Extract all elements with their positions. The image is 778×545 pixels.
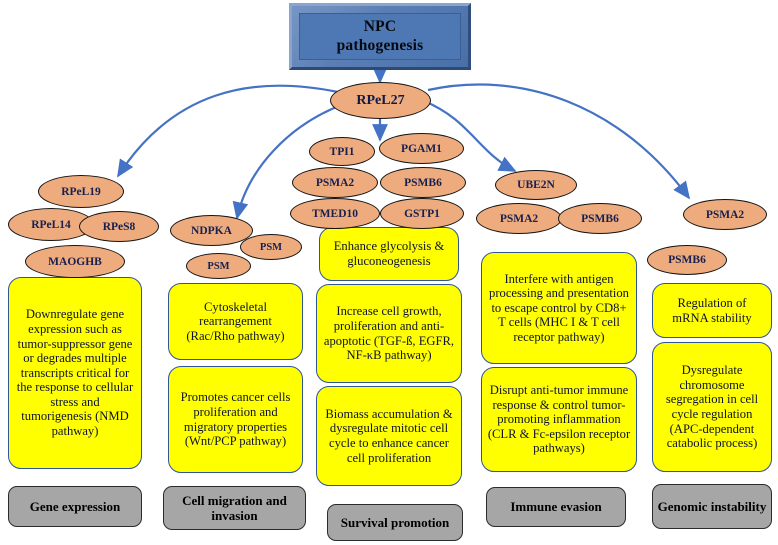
protein-node-rpel19: RPeL19 [38,175,124,208]
category-box-cell-migration-and-invasion: Cell migration and invasion [163,486,306,530]
outcome-box-glycolysis: Enhance glycolysis & gluconeogenesis [319,227,459,281]
protein-node-psmb6-genomic: PSMB6 [647,245,727,275]
protein-node-psma2-genomic: PSMA2 [683,199,767,230]
arrow-to-gene-expression [117,84,339,178]
protein-node-psmb6-survival: PSMB6 [380,167,466,198]
category-box-survival-promotion: Survival promotion [327,504,463,541]
outcome-box-biomass: Biomass accumulation & dysregulate mitot… [316,386,462,486]
protein-node-psm-1: PSM [240,234,302,260]
outcome-box-cell-growth: Increase cell growth, proliferation and … [316,284,462,383]
npc-pathogenesis-inner: NPC pathogenesis [299,13,461,60]
protein-node-psmb6-immune: PSMB6 [558,203,642,234]
protein-node-psma2-survival: PSMA2 [292,167,378,198]
protein-node-maoghb: MAOGHB [25,245,125,278]
protein-node-tpi1: TPI1 [309,137,375,166]
hub-node-rpel27: RPeL27 [330,82,431,119]
category-box-gene-expression: Gene expression [8,486,142,527]
outcome-box-chromosome-segregation: Dysregulate chromosome segregation in ce… [652,342,772,472]
protein-node-psma2-immune: PSMA2 [476,203,562,234]
npc-pathogenesis-box: NPC pathogenesis [289,3,471,70]
outcome-box-antigen-presentation: Interfere with antigen processing and pr… [481,252,637,364]
protein-node-psm-2: PSM [186,253,251,279]
protein-node-ndpka: NDPKA [170,215,253,246]
outcome-box-cytoskeletal: Cytoskeletal rearrangement (Rac/Rho path… [168,283,303,360]
protein-node-ube2n: UBE2N [495,170,577,200]
category-box-immune-evasion: Immune evasion [486,487,626,527]
outcome-box-mrna-stability: Regulation of mRNA stability [652,283,772,338]
protein-node-pgam1: PGAM1 [379,133,464,164]
outcome-box-cancer-proliferation: Promotes cancer cells proliferation and … [168,366,303,473]
protein-node-gstp1: GSTP1 [380,198,464,229]
outcome-box-gene-expression: Downregulate gene expression such as tum… [8,277,142,469]
outcome-box-immune-response: Disrupt anti-tumor immune response & con… [481,367,637,472]
protein-node-tmed10: TMED10 [290,198,380,229]
npc-pathogenesis-label: NPC pathogenesis [336,17,424,54]
protein-node-rpes8: RPeS8 [79,211,159,242]
category-box-genomic-instability: Genomic instability [652,484,772,529]
